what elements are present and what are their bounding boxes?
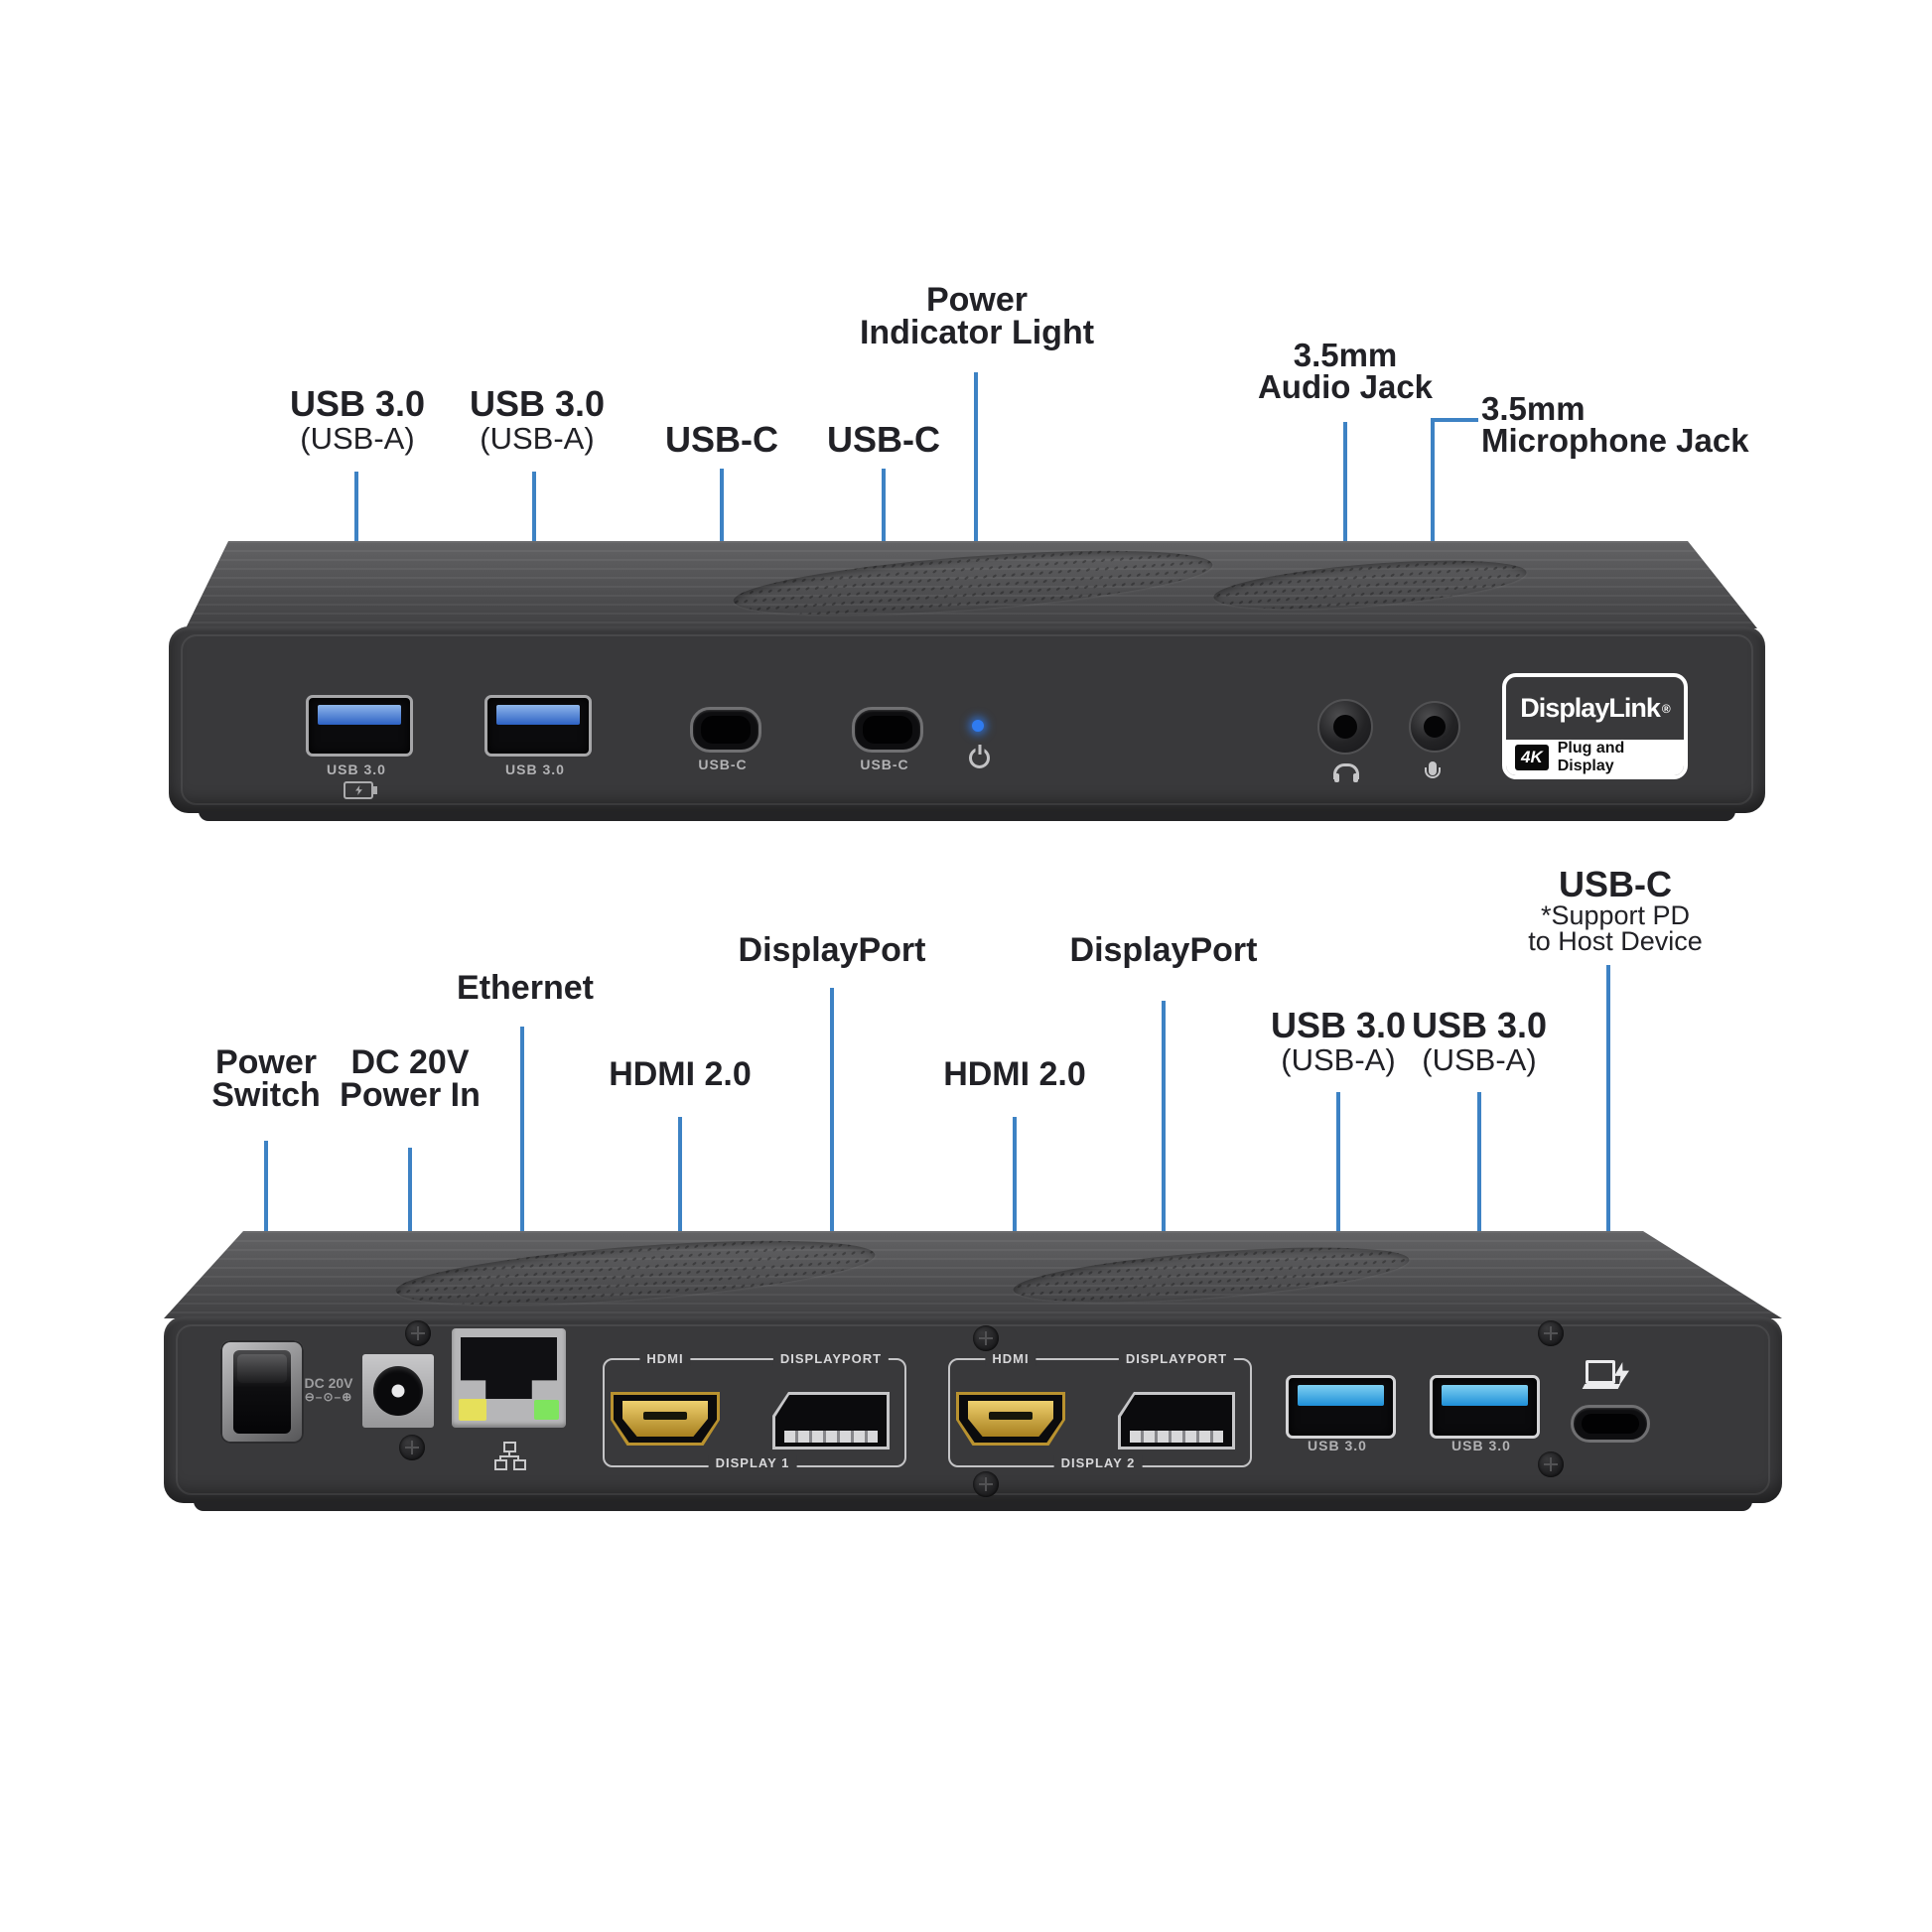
usb-a-port-back-1 bbox=[1286, 1375, 1396, 1439]
registered-mark: ® bbox=[1661, 701, 1671, 716]
callout-label-power-indicator: Power Indicator Light bbox=[859, 281, 1095, 351]
printed-label-usb3-back-1: USB 3.0 bbox=[1308, 1438, 1367, 1453]
callout-label-hdmi-2: HDMI 2.0 bbox=[943, 1055, 1086, 1093]
badge-4k: 4K bbox=[1515, 745, 1549, 770]
power-led-indicator bbox=[972, 720, 984, 732]
callout-label-usb3-front-1: USB 3.0 (USB-A) bbox=[289, 383, 426, 456]
power-switch bbox=[220, 1340, 304, 1444]
printed-label-display-1: DISPLAY 1 bbox=[708, 1455, 797, 1470]
dock-front-top-face bbox=[186, 541, 1757, 628]
callout-label-displayport-1: DisplayPort bbox=[738, 931, 926, 969]
callout-elbow-line bbox=[1431, 418, 1478, 422]
emboss-swoosh bbox=[1200, 552, 1540, 618]
back-panel-seam bbox=[176, 1324, 1770, 1495]
screw-icon bbox=[973, 1325, 999, 1351]
microphone-jack-port bbox=[1409, 701, 1460, 753]
dc-center-pin bbox=[391, 1384, 405, 1398]
usb-a-port-2 bbox=[484, 695, 592, 757]
battery-bolt bbox=[355, 785, 362, 795]
printed-label-hdmi-2: HDMI bbox=[985, 1351, 1036, 1366]
screw-icon bbox=[973, 1471, 999, 1497]
usb-a-connector bbox=[1442, 1384, 1528, 1406]
callout-label-usbc-front-2: USB-C bbox=[827, 419, 940, 460]
callout-label-usb3-front-2: USB 3.0 (USB-A) bbox=[469, 383, 606, 456]
ethernet-led-yellow bbox=[459, 1399, 486, 1421]
microphone-icon bbox=[1425, 761, 1441, 778]
displaylink-badge: DisplayLink® 4K Plug and Display bbox=[1502, 673, 1688, 779]
emboss-swoosh bbox=[999, 1237, 1424, 1312]
callout-label-power-switch: Power Switch bbox=[211, 1043, 321, 1114]
callout-label-audio-jack: 3.5mm Audio Jack bbox=[1257, 337, 1434, 405]
battery-charging-icon bbox=[344, 781, 377, 799]
printed-label-hdmi-1: HDMI bbox=[639, 1351, 691, 1366]
screw-icon bbox=[399, 1435, 425, 1460]
usb-a-connector bbox=[1298, 1384, 1384, 1406]
badge-tagline: Plug and Display bbox=[1557, 740, 1625, 774]
displayport-port-1 bbox=[772, 1392, 890, 1449]
ethernet-led-green bbox=[534, 1400, 559, 1420]
callout-label-displayport-2: DisplayPort bbox=[1069, 931, 1258, 969]
screw-icon bbox=[1538, 1451, 1564, 1477]
dock-front-view: USB 3.0 USB 3.0 USB-C USB-C DisplayLink®… bbox=[149, 541, 1765, 839]
dock-back-top-face bbox=[164, 1231, 1782, 1318]
device-bottom-lip bbox=[199, 811, 1735, 821]
usb-a-connector bbox=[496, 704, 580, 725]
printed-label-usb3-2: USB 3.0 bbox=[505, 761, 565, 777]
displaylink-brand: DisplayLink® bbox=[1520, 693, 1671, 723]
printed-label-usbc-1: USB-C bbox=[698, 757, 748, 772]
printed-label-display-2: DISPLAY 2 bbox=[1053, 1455, 1143, 1470]
printed-label-usb3-1: USB 3.0 bbox=[327, 761, 386, 777]
hdmi-port-1 bbox=[611, 1392, 720, 1446]
printed-label-usbc-2: USB-C bbox=[860, 757, 909, 772]
callout-label-ethernet: Ethernet bbox=[457, 969, 594, 1007]
lightning-bolt-icon bbox=[1614, 1362, 1629, 1386]
battery-tip bbox=[373, 786, 377, 794]
screw-icon bbox=[1538, 1320, 1564, 1346]
printed-label-displayport-2: DISPLAYPORT bbox=[1118, 1351, 1235, 1366]
dc-barrel-hole bbox=[373, 1366, 423, 1416]
hdmi-connector bbox=[968, 1401, 1053, 1437]
ethernet-opening bbox=[461, 1337, 557, 1399]
power-switch-rocker bbox=[233, 1350, 291, 1434]
displaylink-tagline-row: 4K Plug and Display bbox=[1506, 740, 1684, 775]
printed-label-dc: DC 20V ⊖–⊙–⊕ bbox=[298, 1376, 359, 1404]
hdmi-port-2 bbox=[956, 1392, 1065, 1446]
callout-label-microphone-jack: 3.5mm Microphone Jack bbox=[1481, 390, 1749, 459]
usb-c-port-back bbox=[1571, 1405, 1650, 1443]
displayport-connector bbox=[1129, 1431, 1224, 1443]
usb-a-connector bbox=[318, 704, 401, 725]
dc-power-jack bbox=[362, 1354, 434, 1428]
hdmi-connector bbox=[622, 1401, 708, 1437]
printed-label-displayport-1: DISPLAYPORT bbox=[772, 1351, 890, 1366]
emboss-swoosh bbox=[378, 1231, 893, 1316]
usb-a-port-1 bbox=[306, 695, 413, 757]
emboss-swoosh bbox=[716, 541, 1230, 626]
polarity-icon: ⊖–⊙–⊕ bbox=[304, 1390, 353, 1404]
callout-label-dc-power-in: DC 20V Power In bbox=[340, 1043, 481, 1114]
callout-label-hdmi-1: HDMI 2.0 bbox=[609, 1055, 752, 1093]
laptop-charging-icon bbox=[1582, 1360, 1629, 1398]
headphone-icon bbox=[1333, 763, 1359, 782]
dock-back-view: DC 20V ⊖–⊙–⊕ bbox=[149, 1231, 1787, 1529]
usb-c-port-1 bbox=[690, 707, 761, 753]
ethernet-port bbox=[452, 1328, 566, 1428]
callout-label-usbc-front-1: USB-C bbox=[665, 419, 778, 460]
power-icon bbox=[969, 748, 990, 768]
audio-jack-port bbox=[1317, 699, 1373, 755]
screw-icon bbox=[405, 1320, 431, 1346]
device-bottom-lip bbox=[194, 1501, 1752, 1511]
front-panel-seam bbox=[181, 634, 1753, 805]
callout-label-usb3-back-2: USB 3.0 (USB-A) bbox=[1411, 1005, 1548, 1077]
printed-label-usb3-back-2: USB 3.0 bbox=[1451, 1438, 1511, 1453]
displayport-connector bbox=[783, 1431, 879, 1443]
usb-c-port-2 bbox=[852, 707, 923, 753]
callout-label-usb3-back-1: USB 3.0 (USB-A) bbox=[1270, 1005, 1407, 1077]
usb-a-port-back-2 bbox=[1430, 1375, 1540, 1439]
dock-back-face: DC 20V ⊖–⊙–⊕ bbox=[164, 1316, 1782, 1503]
callout-label-usbc-back: USB-C *Support PD to Host Device bbox=[1528, 864, 1703, 956]
dock-front-face: USB 3.0 USB 3.0 USB-C USB-C DisplayLink®… bbox=[169, 626, 1765, 813]
displayport-port-2 bbox=[1118, 1392, 1235, 1449]
ethernet-icon bbox=[494, 1442, 526, 1470]
